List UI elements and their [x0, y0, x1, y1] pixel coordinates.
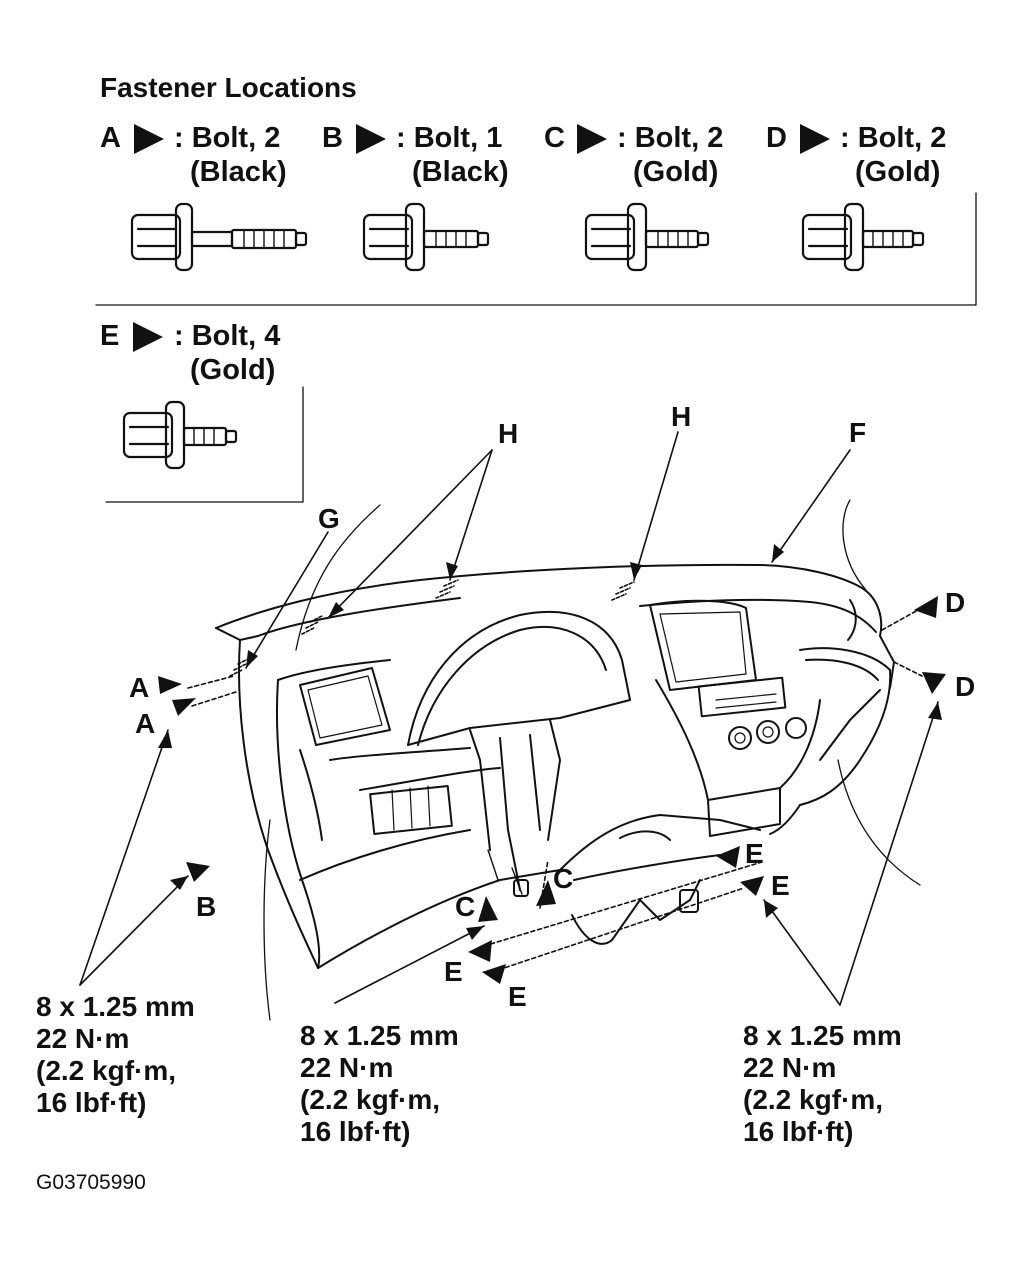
pointer-d-icon [800, 124, 830, 154]
callout-h-left: H [498, 418, 519, 449]
torque-spec-left: 8 x 1.25 mm 22 N·m (2.2 kgf·m, 16 lbf·ft… [36, 991, 195, 1119]
callout-f: F [849, 417, 867, 448]
marker-a-lower [172, 698, 196, 716]
fastener-b-desc: : Bolt, 1 [396, 122, 503, 154]
torque-spec-lbf: 16 lbf·ft) [36, 1087, 147, 1118]
callout-e-lower-left: E [508, 981, 527, 1012]
callout-b: B [196, 891, 217, 922]
bolt-a-icon [130, 202, 308, 272]
torque-spec-size: 8 x 1.25 mm [300, 1020, 459, 1051]
fastener-a-color: (Black) [190, 156, 287, 188]
torque-spec-nm: 22 N·m [743, 1052, 837, 1083]
marker-e-upper-right [716, 846, 740, 868]
fastener-c-color: (Gold) [633, 156, 719, 188]
callout-d-lower: D [955, 671, 976, 702]
callout-g: G [318, 503, 340, 534]
legend-pointer-icons [133, 124, 830, 352]
torque-spec-kgf: (2.2 kgf·m, [36, 1055, 177, 1086]
pointer-b-icon [356, 124, 386, 154]
bolt-d-icon [801, 202, 925, 272]
callout-e-upper-left: E [444, 956, 463, 987]
torque-spec-lbf: 16 lbf·ft) [300, 1116, 411, 1147]
callout-e-upper-right: E [745, 838, 764, 869]
marker-c-right [536, 880, 556, 906]
torque-spec-right: 8 x 1.25 mm 22 N·m (2.2 kgf·m, 16 lbf·ft… [743, 1020, 902, 1148]
fastener-a-letter: A [100, 122, 121, 154]
marker-d-lower [922, 672, 946, 694]
torque-spec-size: 8 x 1.25 mm [36, 991, 195, 1022]
marker-d-upper [914, 596, 938, 618]
fastener-a-desc: : Bolt, 2 [174, 122, 281, 154]
fastener-d-desc: : Bolt, 2 [840, 122, 947, 154]
bolt-c-icon [584, 202, 710, 272]
callout-a-upper: A [129, 672, 150, 703]
fastener-d-letter: D [766, 122, 787, 154]
callout-e-lower-right: E [771, 870, 790, 901]
fastener-c-desc: : Bolt, 2 [617, 122, 724, 154]
leader-lines [79, 431, 939, 1006]
torque-spec-lbf: 16 lbf·ft) [743, 1116, 854, 1147]
torque-spec-center: 8 x 1.25 mm 22 N·m (2.2 kgf·m, 16 lbf·ft… [300, 1020, 459, 1148]
fastener-e-desc: : Bolt, 4 [174, 320, 281, 352]
torque-spec-nm: 22 N·m [300, 1052, 394, 1083]
callout-c-left: C [455, 891, 476, 922]
torque-spec-kgf: (2.2 kgf·m, [300, 1084, 441, 1115]
fastener-d-color: (Gold) [855, 156, 941, 188]
leader-arrowheads [158, 544, 942, 940]
pointer-c-icon [577, 124, 607, 154]
fastener-b-color: (Black) [412, 156, 509, 188]
marker-e-upper-left [468, 940, 492, 962]
legend-frame-top [95, 192, 977, 306]
figure-code: G03705990 [36, 1171, 146, 1194]
callout-h-right: H [671, 401, 692, 432]
marker-e-lower-right [740, 876, 764, 896]
bolt-e-icon [122, 400, 238, 470]
legend-frame-e [105, 386, 304, 503]
dashboard-assembly [215, 499, 921, 1021]
marker-e-lower-left [482, 964, 506, 984]
pointer-a-icon [134, 124, 164, 154]
marker-b [186, 862, 210, 882]
torque-spec-size: 8 x 1.25 mm [743, 1020, 902, 1051]
callout-c-right: C [553, 863, 574, 894]
legend-title: Fastener Locations [100, 72, 357, 103]
fastener-e-letter: E [100, 320, 120, 352]
bolt-b-icon [362, 202, 490, 272]
torque-spec-nm: 22 N·m [36, 1023, 130, 1054]
marker-a-upper [158, 676, 182, 694]
torque-spec-kgf: (2.2 kgf·m, [743, 1084, 884, 1115]
callout-d-upper: D [945, 587, 966, 618]
pointer-e-icon [133, 322, 163, 352]
fastener-b-letter: B [322, 122, 343, 154]
fastener-c-letter: C [544, 122, 565, 154]
marker-c-left [478, 896, 498, 922]
fastener-e-color: (Gold) [190, 354, 276, 386]
callout-a-lower: A [135, 708, 156, 739]
fastener-markers [158, 596, 946, 984]
